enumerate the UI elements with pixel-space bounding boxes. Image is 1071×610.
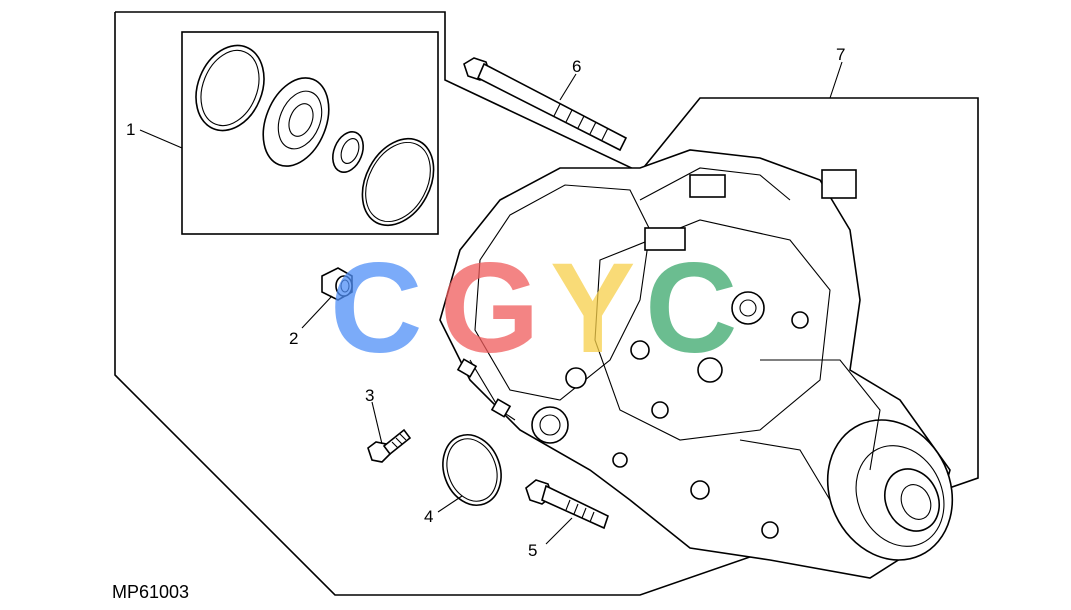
callout-2: 2	[289, 329, 298, 348]
leader-line-7	[829, 61, 843, 99]
watermark-letter: C	[330, 237, 422, 380]
seal-kit-parts	[195, 44, 435, 227]
gearbox-housing	[439, 149, 954, 579]
leader-line-1	[139, 129, 183, 149]
leader-line-4	[437, 495, 463, 513]
watermark: C G Y C	[330, 237, 737, 380]
leader-line-5	[545, 517, 573, 545]
hex-nut	[321, 267, 353, 301]
leader-line-6	[559, 73, 577, 101]
short-bolt	[367, 428, 412, 463]
long-bolt	[525, 479, 609, 530]
watermark-letter: G	[440, 237, 540, 380]
leader-line-3	[371, 401, 383, 445]
watermark-letter: Y	[550, 237, 635, 380]
figure-id: MP61003	[112, 582, 189, 602]
callout-6: 6	[572, 57, 581, 76]
extra-long-bolt	[463, 57, 628, 152]
callout-1: 1	[126, 120, 135, 139]
watermark-letter: C	[645, 237, 737, 380]
callout-4: 4	[424, 507, 433, 526]
leader-line-2	[301, 295, 333, 329]
parts-frame-outline	[114, 11, 979, 596]
seal-kit-box	[181, 31, 439, 235]
callout-5: 5	[528, 541, 537, 560]
o-ring	[442, 434, 502, 506]
callout-3: 3	[365, 386, 374, 405]
callout-7: 7	[836, 45, 845, 64]
